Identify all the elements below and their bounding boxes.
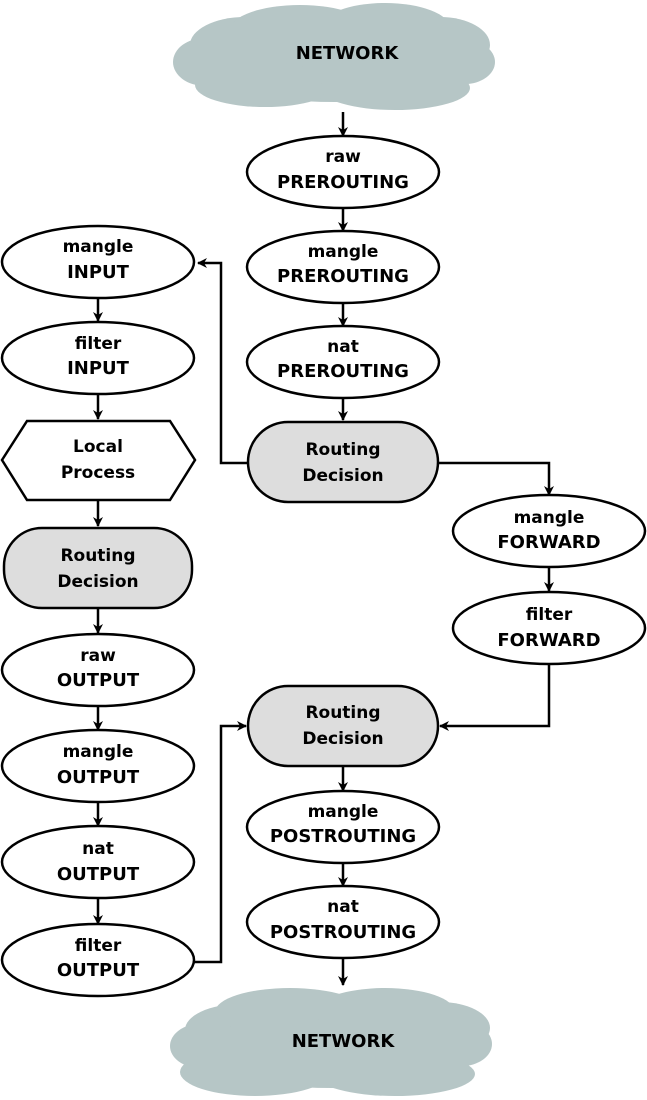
cloud-icon (173, 3, 495, 110)
edge-routing-1-to-mangle-forward (438, 461, 554, 496)
node-filter-output: filter OUTPUT (0, 922, 196, 998)
edges (93, 112, 554, 986)
node-line2: Decision (302, 466, 383, 486)
node-line1: filter (75, 334, 122, 354)
node-routing-decision-3: Routing Decision (246, 684, 440, 768)
node-mangle-input: mangle INPUT (0, 224, 196, 300)
network-top-label: NETWORK (296, 43, 400, 64)
node-line1: nat (82, 839, 114, 859)
node-nat-prerouting: nat PREROUTING (245, 324, 441, 400)
network-bottom-label: NETWORK (292, 1031, 396, 1052)
node-nat-postrouting: nat POSTROUTING (245, 884, 441, 960)
node-line2: Decision (57, 572, 138, 592)
node-line2: Process (61, 463, 135, 483)
node-raw-output: raw OUTPUT (0, 632, 196, 708)
node-line2: INPUT (67, 262, 130, 283)
node-line1: filter (526, 605, 573, 625)
edge-routing-1-to-mangle-input (197, 258, 248, 465)
node-line1: mangle (63, 237, 134, 257)
node-line2: OUTPUT (57, 864, 140, 885)
node-line1: mangle (514, 508, 585, 528)
node-local-process: Local Process (0, 419, 197, 502)
node-line2: POSTROUTING (270, 922, 416, 943)
node-mangle-output: mangle OUTPUT (0, 728, 196, 804)
node-line2: OUTPUT (57, 960, 140, 981)
node-line2: INPUT (67, 358, 130, 379)
node-routing-decision-2: Routing Decision (2, 526, 194, 610)
node-line1: filter (75, 936, 122, 956)
node-line1: raw (325, 147, 361, 167)
node-filter-forward: filter FORWARD (451, 590, 647, 666)
node-line1: nat (327, 897, 359, 917)
node-line1: Routing (305, 703, 380, 723)
node-mangle-prerouting: mangle PREROUTING (245, 229, 441, 305)
node-raw-prerouting: raw PREROUTING (245, 134, 441, 210)
cloud-icon (170, 988, 492, 1096)
node-line1: mangle (63, 742, 134, 762)
edge-filter-forward-to-routing-3 (439, 664, 551, 731)
node-nat-output: nat OUTPUT (0, 824, 196, 900)
node-line1: Local (73, 437, 123, 457)
node-line2: FORWARD (497, 630, 600, 651)
node-line2: Decision (302, 729, 383, 749)
network-cloud-top: NETWORK (173, 3, 495, 110)
node-line1: mangle (308, 242, 379, 262)
edge-filter-output-to-routing-3 (194, 721, 247, 964)
node-line1: nat (327, 337, 359, 357)
node-filter-input: filter INPUT (0, 320, 196, 396)
node-line1: raw (80, 646, 116, 666)
node-line2: FORWARD (497, 532, 600, 553)
node-line2: POSTROUTING (270, 826, 416, 847)
node-line2: OUTPUT (57, 670, 140, 691)
node-line2: PREROUTING (277, 361, 409, 382)
node-mangle-postrouting: mangle POSTROUTING (245, 789, 441, 865)
node-line1: mangle (308, 802, 379, 822)
node-line1: Routing (60, 546, 135, 566)
node-line2: PREROUTING (277, 172, 409, 193)
node-line2: OUTPUT (57, 767, 140, 788)
node-mangle-forward: mangle FORWARD (451, 493, 647, 569)
node-line2: PREROUTING (277, 266, 409, 287)
node-routing-decision-1: Routing Decision (246, 420, 440, 504)
network-cloud-bottom: NETWORK (170, 988, 492, 1096)
node-line1: Routing (305, 440, 380, 460)
